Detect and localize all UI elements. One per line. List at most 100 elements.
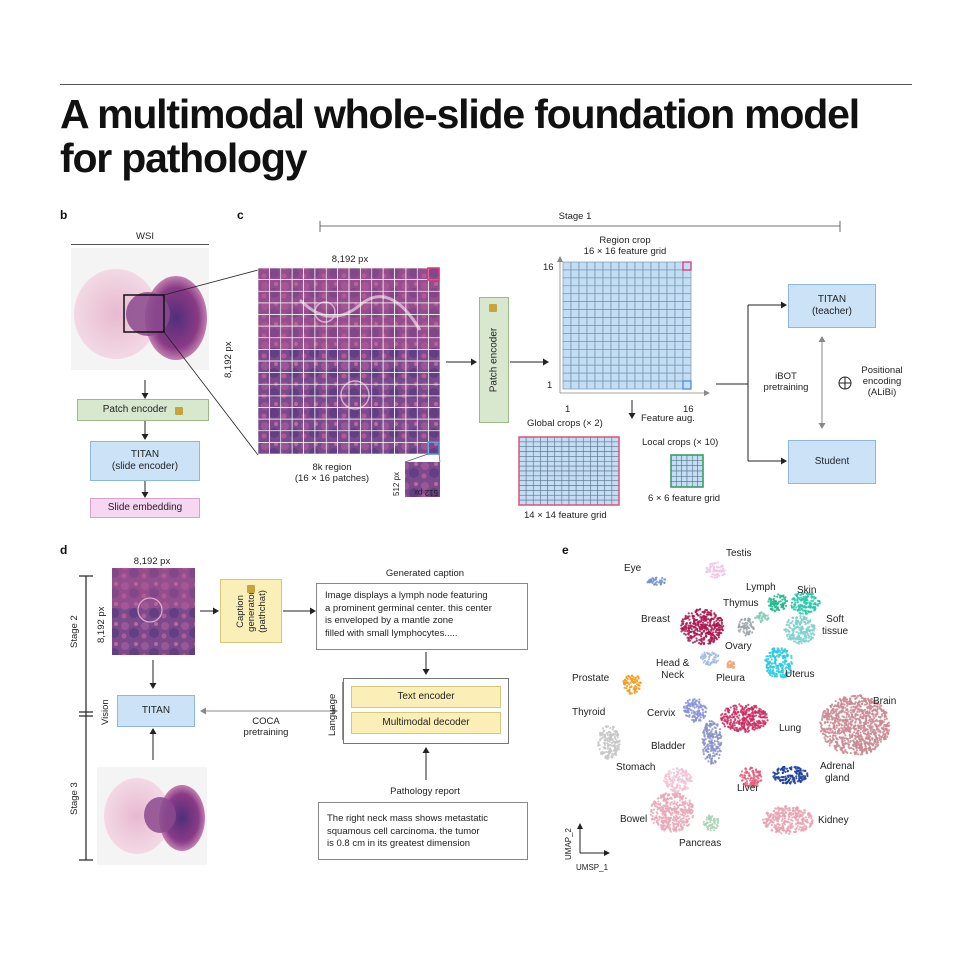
umap-point (724, 713, 727, 716)
umap-point (673, 800, 676, 803)
umap-point (850, 713, 853, 717)
umap-point (690, 779, 693, 783)
umap-point (663, 829, 666, 832)
umap-point (702, 619, 705, 622)
umap-point (869, 716, 872, 719)
umap-point (838, 727, 841, 730)
umap-point (773, 776, 776, 779)
umap-point (731, 716, 734, 719)
umap-point (686, 812, 689, 815)
umap-point (808, 601, 811, 604)
umap-point (694, 624, 697, 627)
umap-point (719, 628, 722, 631)
umap-point (790, 606, 794, 609)
umap-point (708, 640, 712, 643)
umap-point (850, 746, 853, 749)
umap-point (762, 721, 765, 724)
umap-point (884, 723, 888, 727)
tissue-center-region (126, 292, 170, 336)
umap-point (694, 629, 697, 632)
umap-point (689, 626, 692, 629)
umap-point (701, 653, 704, 656)
umap-point (867, 719, 871, 722)
umap-point (796, 821, 799, 824)
umap-point (761, 719, 764, 722)
umap-point (862, 715, 865, 718)
umap-ylabel: UMAP_2 (564, 827, 573, 860)
umap-point (773, 647, 776, 650)
umap-point (875, 725, 878, 728)
umap-point (658, 581, 661, 584)
umap-point (599, 732, 602, 735)
umap-point (795, 606, 798, 609)
umap-point (747, 633, 750, 636)
generated-caption-title: Generated caption (385, 568, 465, 579)
umap-point (666, 772, 669, 776)
umap-point (739, 710, 743, 713)
umap-point (878, 736, 881, 740)
umap-point (654, 578, 657, 581)
umap-point (735, 721, 738, 724)
umap-point (601, 731, 604, 735)
umap-point (714, 573, 717, 576)
umap-point (874, 708, 877, 711)
umap-point (675, 818, 678, 822)
umap-point (715, 826, 718, 829)
umap-point (675, 816, 678, 819)
umap-point (751, 719, 754, 722)
umap-point (676, 822, 679, 826)
umap-point (833, 745, 837, 748)
umap-point (667, 793, 670, 796)
umap-point (800, 626, 803, 629)
wsi-top-rule (71, 244, 209, 245)
umap-point (732, 705, 735, 708)
umap-point (687, 633, 690, 636)
umap-point (757, 724, 760, 727)
umap-point (883, 735, 886, 738)
umap-point (682, 626, 686, 629)
umap-point (614, 751, 618, 754)
umap-point (804, 622, 807, 625)
umap-label-liver: Liver (737, 783, 759, 794)
umap-point (797, 592, 800, 595)
umap-point (795, 770, 798, 774)
umap-point (795, 638, 798, 641)
axis-1-left: 1 (547, 380, 553, 391)
umap-point (773, 599, 776, 603)
umap-point (794, 765, 797, 769)
umap-point (616, 744, 619, 747)
umap-point (802, 817, 805, 820)
umap-point (859, 743, 862, 746)
umap-point (743, 712, 746, 716)
umap-point (823, 716, 826, 719)
umap-point (805, 612, 809, 615)
umap-point (656, 819, 660, 822)
umap-point (802, 774, 805, 778)
umap-point (833, 719, 837, 723)
umap-point (841, 708, 844, 711)
umap-point (773, 771, 776, 775)
umap-point (779, 653, 782, 657)
umap-point (688, 618, 691, 621)
umap-point (761, 712, 764, 715)
umap-point (692, 814, 695, 818)
umap-point (682, 781, 685, 784)
umap-point (711, 661, 714, 664)
region-caption: 8k region (16 × 16 patches) (272, 462, 392, 484)
umap-point (688, 776, 691, 780)
umap-point (685, 706, 688, 710)
umap-point (868, 711, 871, 715)
umap-point (616, 732, 619, 735)
umap-point (771, 817, 774, 820)
umap-point (796, 818, 800, 821)
umap-point (763, 712, 766, 715)
umap-point (784, 814, 787, 817)
umap-point (704, 757, 707, 760)
umap-point (783, 597, 786, 600)
umap-point (614, 732, 617, 736)
umap-point (786, 635, 789, 638)
umap-point (702, 748, 705, 751)
umap-point (756, 781, 760, 784)
region-crop-line1: Region crop (599, 235, 651, 246)
umap-point (781, 771, 784, 775)
